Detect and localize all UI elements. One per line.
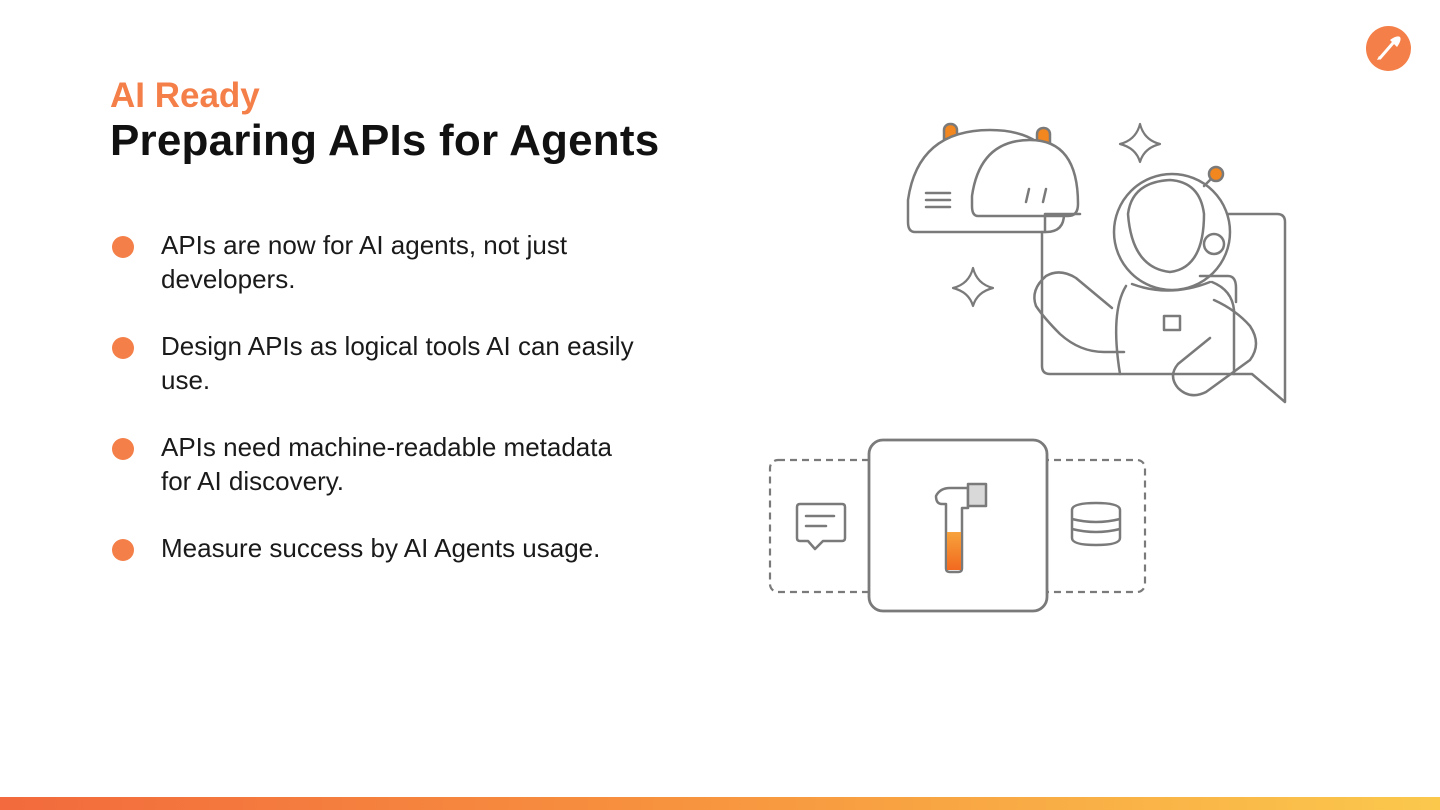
bullet-dot-icon <box>112 539 134 561</box>
sparkle-icon <box>951 266 995 308</box>
bullet-dot-icon <box>112 236 134 258</box>
chat-message-icon <box>795 502 847 551</box>
bullet-dot-icon <box>112 337 134 359</box>
bottom-accent-bar <box>0 797 1440 810</box>
tool-panel <box>768 438 1147 613</box>
bullet-item: Measure success by AI Agents usage. <box>110 531 670 632</box>
robot-head-icon <box>906 122 1080 234</box>
sparkle-icon <box>1118 122 1162 164</box>
astronaut-icon <box>1033 165 1287 404</box>
bullet-text: Measure success by AI Agents usage. <box>161 533 601 563</box>
bullet-text: APIs are now for AI agents, not just dev… <box>161 230 568 294</box>
postman-logo-icon <box>1366 26 1411 71</box>
eyebrow-label: AI Ready <box>110 76 260 115</box>
bullet-dot-icon <box>112 438 134 460</box>
bullet-text: APIs need machine-readable metadata for … <box>161 432 612 496</box>
database-icon <box>1070 501 1122 547</box>
bullet-list: APIs are now for AI agents, not just dev… <box>110 228 670 632</box>
bullet-item: Design APIs as logical tools AI can easi… <box>110 329 670 430</box>
slide-title: Preparing APIs for Agents <box>110 116 660 165</box>
bullet-item: APIs are now for AI agents, not just dev… <box>110 228 670 329</box>
bullet-text: Design APIs as logical tools AI can easi… <box>161 331 634 395</box>
hammer-tool-icon <box>934 482 988 574</box>
bullet-item: APIs need machine-readable metadata for … <box>110 430 670 531</box>
